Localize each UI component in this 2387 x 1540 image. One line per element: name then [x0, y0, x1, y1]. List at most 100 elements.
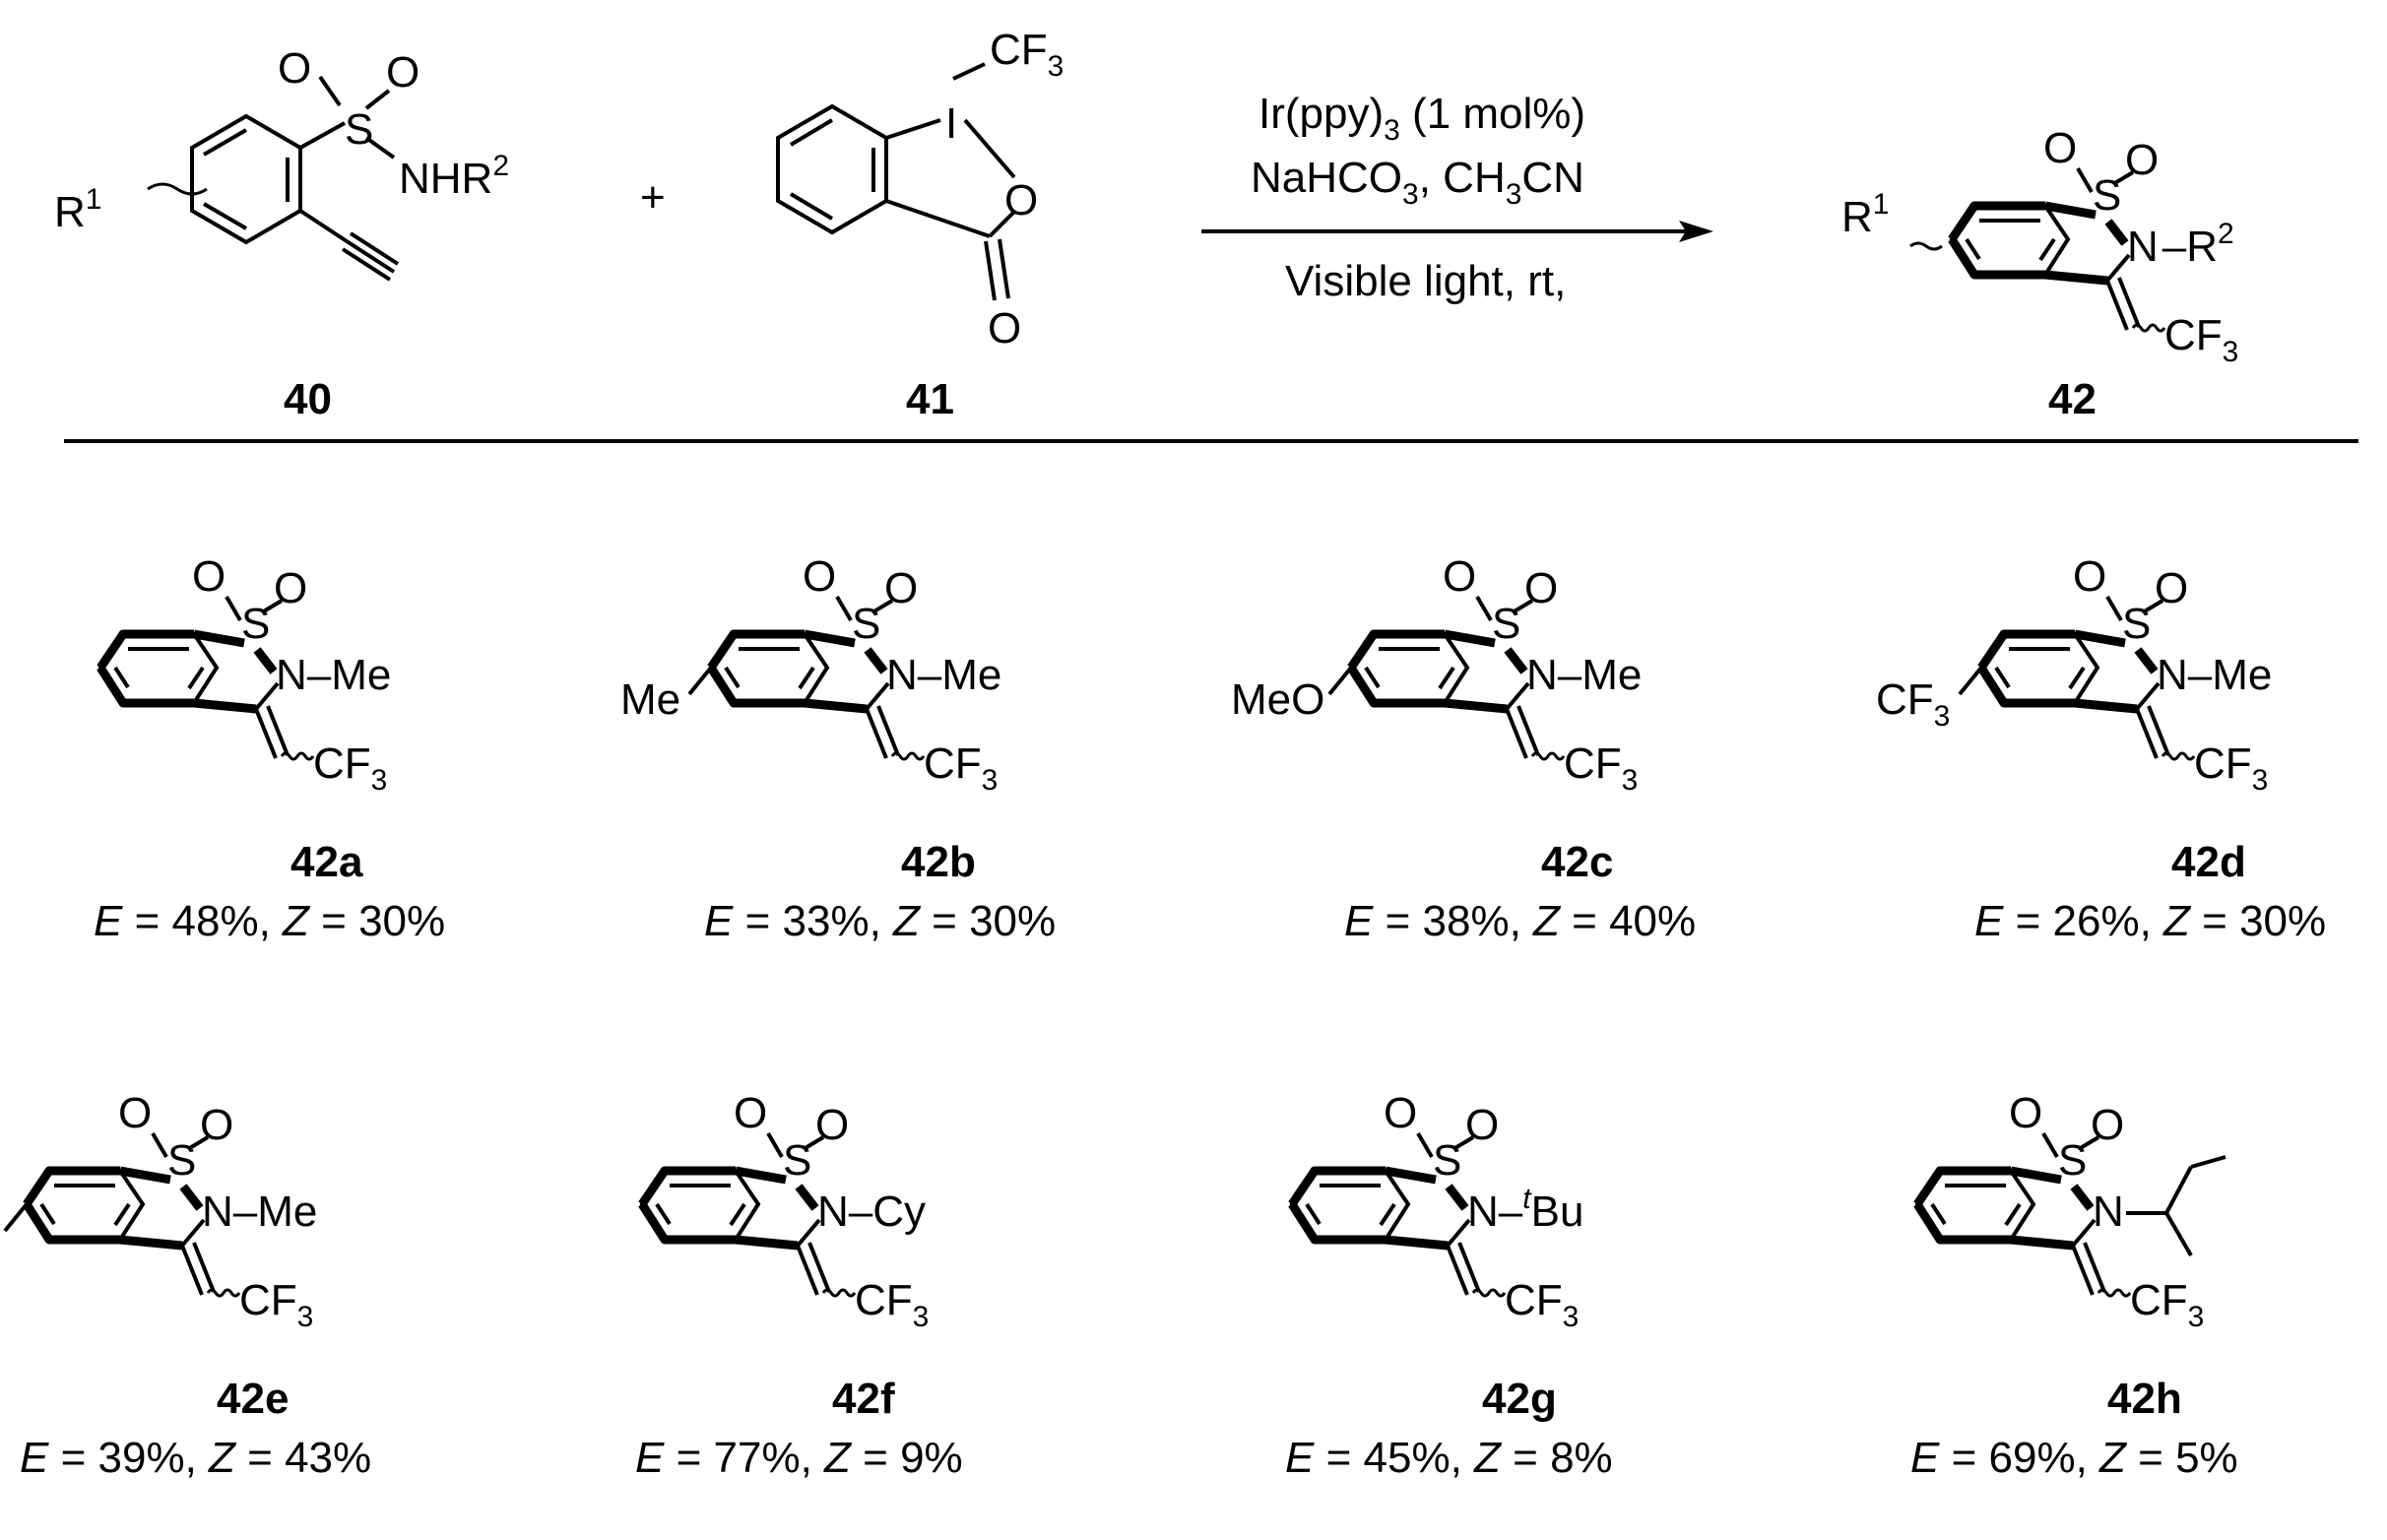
iodine-atom: I	[945, 99, 957, 148]
yield-text: E = 39%, Z = 43%	[20, 1434, 371, 1482]
aryl-substituent: MeO	[1231, 675, 1324, 724]
n-substituent: N–Cy	[817, 1187, 926, 1236]
n-substituent: N–Me	[202, 1187, 317, 1236]
o-atom-2: O	[884, 564, 918, 612]
o-atom-1: O	[2009, 1089, 2042, 1137]
compound-id: 42b	[901, 838, 976, 886]
product-r1: R1	[1841, 188, 1889, 241]
label-group: 42d E = 26%, Z = 30%	[1974, 838, 2326, 945]
cf3-label: CF3	[2194, 739, 2268, 797]
compound-id: 42e	[217, 1375, 289, 1423]
reaction-arrow: Ir(ppy)3 (1 mol%) NaHCO3, CH3CN Visible …	[1201, 90, 1713, 305]
cf3-label: CF3	[855, 1276, 929, 1333]
compound-id-40: 40	[284, 375, 332, 423]
aryl-substituent: CF3	[1876, 675, 1950, 733]
conditions-line-1: Ir(ppy)3 (1 mol%)	[1258, 90, 1585, 147]
cf3-label: CF3	[924, 739, 998, 797]
yield-text: E = 26%, Z = 30%	[1974, 897, 2326, 945]
compound-id: 42d	[2171, 838, 2246, 886]
label-group: 42e E = 39%, Z = 43%	[20, 1375, 371, 1482]
o-atom-1: O	[1443, 552, 1476, 601]
o-atom-1: O	[192, 552, 226, 601]
o-atom-2: O	[815, 1101, 849, 1149]
o-atom-1: O	[278, 44, 311, 93]
compound-id: 42h	[2107, 1375, 2182, 1423]
cf3-label: CF3	[313, 739, 387, 797]
compound-id-42: 42	[2048, 375, 2097, 423]
yield-text: E = 38%, Z = 40%	[1344, 897, 1696, 945]
s-atom: S	[241, 600, 270, 648]
yield-text: E = 48%, Z = 30%	[94, 897, 445, 945]
nh-label: NHR2	[399, 150, 509, 203]
s-atom: S	[2058, 1136, 2087, 1185]
n-substituent: N–Me	[886, 651, 1001, 699]
aryl-substituent: Me	[620, 675, 680, 724]
compound-id: 42a	[290, 838, 363, 886]
compound-id: 42g	[1482, 1375, 1557, 1423]
cf3-label: CF3	[1505, 1276, 1579, 1333]
label-group: 42h E = 69%, Z = 5%	[1910, 1375, 2238, 1482]
plus-sign: +	[640, 173, 666, 222]
cf3-label: CF3	[239, 1276, 313, 1333]
yield-text: E = 69%, Z = 5%	[1910, 1434, 2238, 1482]
label-group: 42c E = 38%, Z = 40%	[1344, 838, 1696, 945]
conditions-line-2: NaHCO3, CH3CN	[1251, 154, 1584, 211]
label-group: 42g E = 45%, Z = 8%	[1285, 1375, 1613, 1482]
label-group: 42a E = 48%, Z = 30%	[94, 838, 445, 945]
o-atom-1: O	[118, 1089, 152, 1137]
s-atom: S	[1433, 1136, 1461, 1185]
o-atom-2: O	[386, 48, 419, 96]
compound-id: 42f	[832, 1375, 895, 1423]
cf3-label: CF3	[2130, 1276, 2204, 1333]
s-atom: S	[1492, 600, 1520, 648]
conditions-line-3: Visible light, rt,	[1285, 257, 1566, 305]
n-substituent: N–tBu	[1467, 1183, 1583, 1236]
o-atom-1: O	[2073, 552, 2106, 601]
label-group: 42b E = 33%, Z = 30%	[704, 838, 1056, 945]
o-atom-2: O	[2155, 564, 2188, 612]
compound-id: 42c	[1541, 838, 1613, 886]
o-atom-1: O	[1384, 1089, 1417, 1137]
o-atom-2: O	[2091, 1101, 2124, 1149]
reactant-41: I CF3 O O 41	[776, 26, 1064, 423]
o-atom-1: O	[2043, 124, 2077, 172]
s-atom: S	[167, 1136, 196, 1185]
o-atom-2: O	[274, 564, 307, 612]
reactant-40: R1 S O O NHR2 40	[54, 44, 509, 423]
yield-text: E = 77%, Z = 9%	[635, 1434, 963, 1482]
yield-text: E = 45%, Z = 8%	[1285, 1434, 1613, 1482]
o-atom-2: O	[1465, 1101, 1499, 1149]
o-carbonyl: O	[988, 304, 1021, 353]
product-n-label: N–R2	[2127, 218, 2234, 271]
o-ring: O	[1004, 176, 1038, 225]
n-substituent: N–Me	[1526, 651, 1642, 699]
s-atom: S	[2122, 600, 2151, 648]
label-group: 42f E = 77%, Z = 9%	[635, 1375, 963, 1482]
product-cf3: CF3	[2164, 311, 2238, 368]
s-atom: S	[345, 105, 373, 154]
r1-label: R1	[54, 183, 101, 236]
s-atom: S	[2093, 171, 2121, 220]
yield-text: E = 33%, Z = 30%	[704, 897, 1056, 945]
cf3-label: CF3	[1564, 739, 1638, 797]
o-atom-1: O	[803, 552, 836, 601]
o-atom-1: O	[734, 1089, 767, 1137]
product-42: S O O N–R2 CF3 R1 42	[1841, 124, 2238, 423]
o-atom-2: O	[200, 1101, 233, 1149]
cf3-label: CF3	[990, 26, 1064, 83]
s-atom: S	[783, 1136, 811, 1185]
s-atom: S	[852, 600, 880, 648]
n-substituent: N–Me	[2157, 651, 2272, 699]
compound-id-41: 41	[906, 375, 954, 423]
o-atom-2: O	[1524, 564, 1558, 612]
